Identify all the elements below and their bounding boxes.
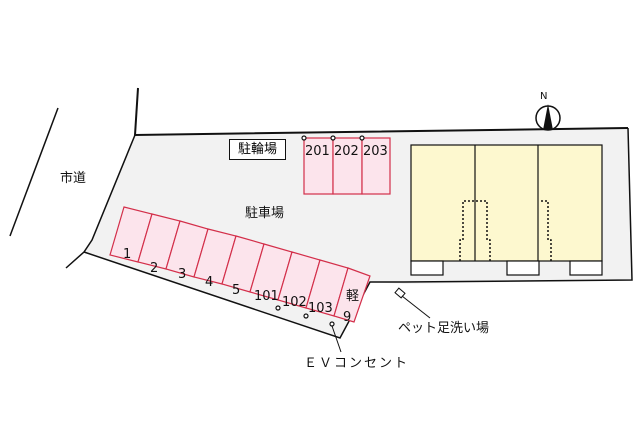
car-space-3: 3 [178,267,187,282]
road-edge-line [9,107,59,237]
compass-label: N [540,91,548,102]
kei-space-type: 軽 [346,289,360,304]
pet-wash-marker [394,287,431,319]
bicycle-parking-label: 駐輪場 [229,139,287,160]
car-space-1: 1 [123,247,132,262]
bicycle-space-202: 202 [334,144,359,159]
car-space-2: 2 [150,261,159,276]
road-label: 市道 [60,171,87,186]
bicycle-space-201: 201 [305,144,330,159]
north-arrow-icon [535,104,561,131]
car-space-102: 102 [282,295,307,310]
building [410,144,603,276]
parking-lot-label: 駐車場 [245,206,285,221]
ev-outlet-label: ＥＶコンセント [304,356,410,371]
bicycle-space-203: 203 [363,144,388,159]
car-spaces [109,206,371,327]
kei-space-number: 9 [343,310,352,325]
car-space-4: 4 [205,275,214,290]
car-space-5: 5 [232,283,241,298]
car-space-103: 103 [308,301,333,316]
bicycle-spaces [301,135,391,195]
pet-wash-label: ペット足洗い場 [398,321,490,336]
car-space-101: 101 [254,289,279,304]
